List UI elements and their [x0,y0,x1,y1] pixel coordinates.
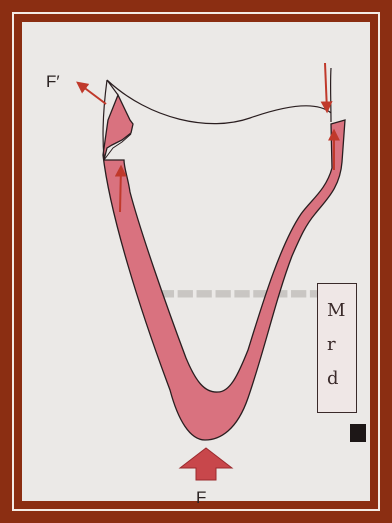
arrow-f [180,448,232,480]
arrow-up-left [120,167,121,212]
label-f-prime: F′ [46,72,60,92]
bone-bending-diagram [22,22,370,501]
bone-shape [103,95,345,440]
top-outline [103,68,331,158]
label-f: F [196,488,206,508]
arrow-down-right [325,63,327,111]
arrow-f-prime [78,83,106,104]
